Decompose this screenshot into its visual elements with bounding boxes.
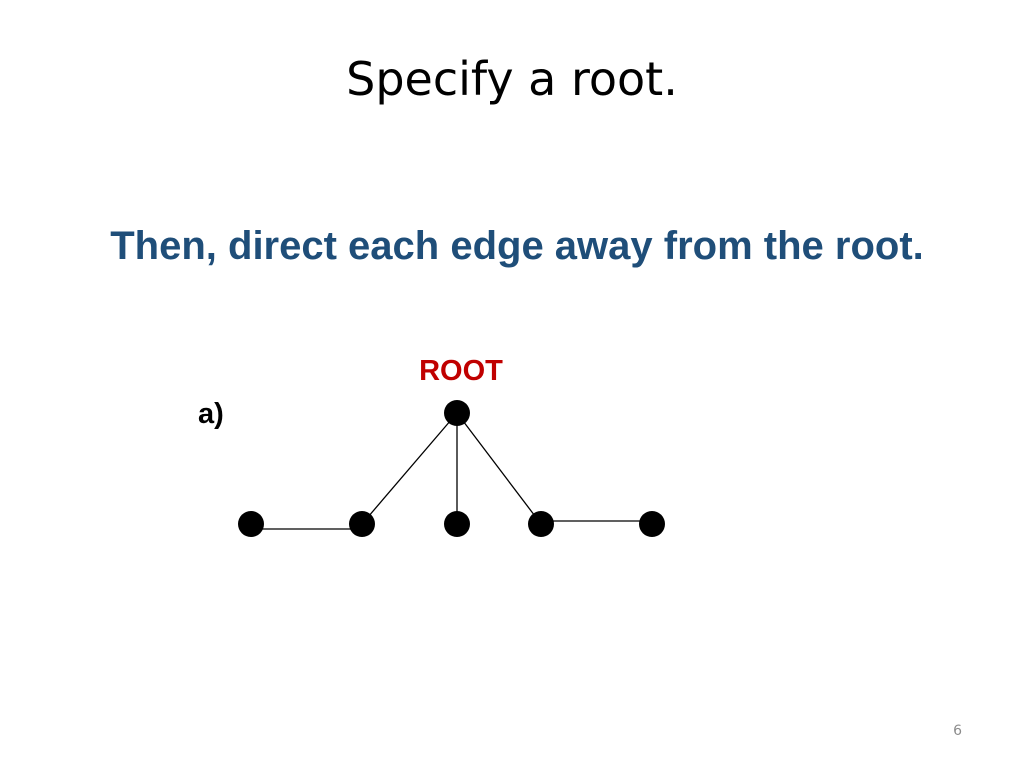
left-leaf-node	[238, 511, 264, 537]
edges	[251, 412, 652, 530]
slide-subtitle: Then, direct each edge away from the roo…	[110, 224, 924, 268]
nodes	[238, 400, 665, 537]
root-node	[444, 400, 470, 426]
slide-title: Specify a root.	[346, 52, 678, 106]
edge-root-to-left-child	[361, 412, 458, 525]
graph-label: a)	[198, 398, 224, 430]
left-child-node	[349, 511, 375, 537]
page-number: 6	[953, 723, 962, 739]
right-child-node	[528, 511, 554, 537]
edge-root-to-right-child	[456, 412, 542, 525]
right-leaf-node	[639, 511, 665, 537]
root-label: ROOT	[419, 355, 503, 387]
middle-child-node	[444, 511, 470, 537]
